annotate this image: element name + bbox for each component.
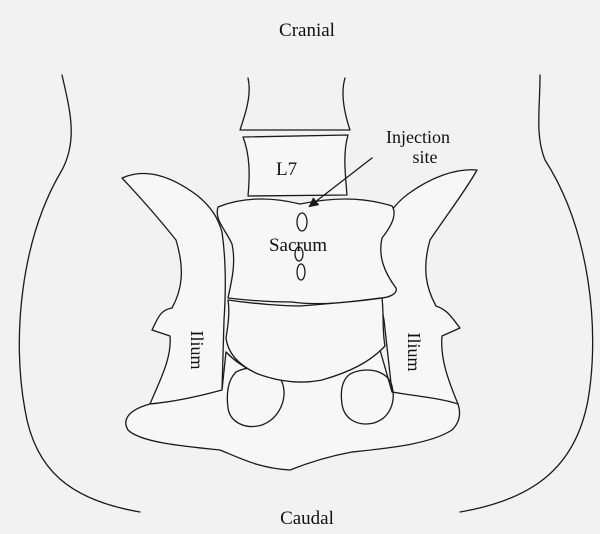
ilium-left (122, 174, 225, 404)
body-outline-right (460, 75, 593, 512)
body-outline-left (19, 75, 140, 512)
caudal-label: Caudal (280, 508, 334, 529)
injection-label-line1: Injection (386, 127, 450, 147)
vertebra-label: L7 (276, 159, 297, 180)
lumbar-vertebra-partial (240, 78, 350, 130)
sacrum-label: Sacrum (269, 235, 327, 256)
cranial-label: Cranial (279, 20, 335, 41)
injection-label-line2: site (413, 147, 438, 167)
ilium-right-label: Ilium (404, 333, 424, 372)
ilium-left-label: Ilium (187, 331, 207, 370)
